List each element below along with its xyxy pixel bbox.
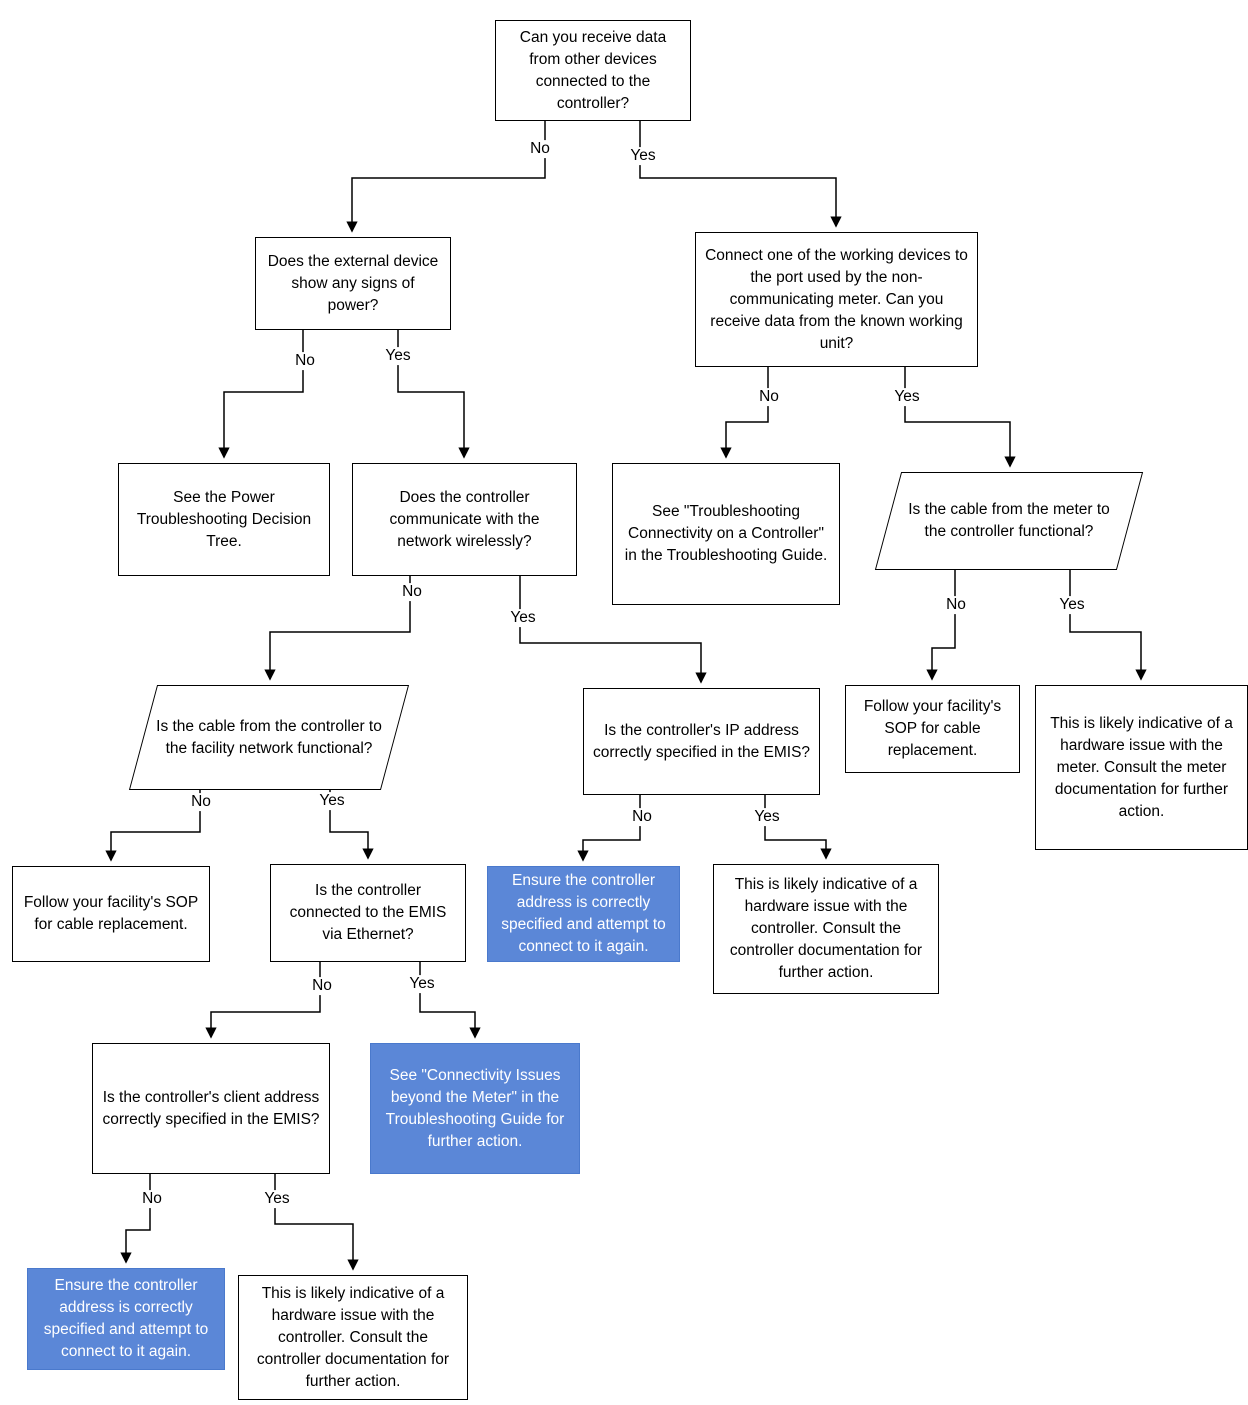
node-cable-meter-question: Is the cable from the meter to the contr… bbox=[874, 472, 1144, 570]
node-ensure-controller-address-client: Ensure the controller address is correct… bbox=[27, 1268, 225, 1370]
edge-ipaddr-yes bbox=[764, 795, 832, 860]
edge-label-yes: Yes bbox=[382, 347, 414, 365]
node-sop-cable-replacement-facility: Follow your facility's SOP for cable rep… bbox=[12, 866, 210, 962]
node-working-device-question: Connect one of the working devices to th… bbox=[695, 232, 978, 367]
node-hardware-issue-meter: This is likely indicative of a hardware … bbox=[1035, 685, 1248, 850]
edge-label-yes: Yes bbox=[891, 388, 923, 406]
edge-label-yes: Yes bbox=[507, 609, 539, 627]
node-ensure-controller-address-ip: Ensure the controller address is correct… bbox=[487, 866, 680, 962]
edge-label-yes: Yes bbox=[406, 975, 438, 993]
edge-root-no bbox=[346, 121, 546, 233]
node-receive-data-question: Can you receive data from other devices … bbox=[495, 20, 691, 121]
node-wireless-question: Does the controller communicate with the… bbox=[352, 463, 577, 576]
edge-label-yes: Yes bbox=[751, 808, 783, 826]
edge-workingdevice-yes bbox=[904, 367, 1016, 468]
edge-power-no bbox=[218, 330, 304, 459]
edge-label-yes: Yes bbox=[261, 1190, 293, 1208]
edge-label-no: No bbox=[292, 352, 318, 370]
node-client-address-question: Is the controller's client address corre… bbox=[92, 1043, 330, 1174]
edge-label-no: No bbox=[399, 583, 425, 601]
node-hardware-issue-controller-client: This is likely indicative of a hardware … bbox=[238, 1275, 468, 1400]
node-ip-address-question: Is the controller's IP address correctly… bbox=[583, 688, 820, 795]
edge-cablemeter-no bbox=[926, 570, 956, 681]
edge-ipaddr-no bbox=[577, 795, 641, 862]
edge-label-yes: Yes bbox=[1056, 596, 1088, 614]
node-power-troubleshooting-tree: See the Power Troubleshooting Decision T… bbox=[118, 463, 330, 576]
node-cable-meter-text: Is the cable from the meter to the contr… bbox=[908, 501, 1110, 540]
edge-clientaddr-yes bbox=[274, 1174, 359, 1271]
edge-root-yes bbox=[639, 121, 842, 228]
edge-cablefacility-yes bbox=[329, 790, 374, 860]
edge-label-no: No bbox=[527, 140, 553, 158]
edge-ethernet-yes bbox=[419, 962, 481, 1039]
node-cable-facility-text: Is the cable from the controller to the … bbox=[156, 717, 382, 757]
edge-cablefacility-no bbox=[105, 790, 201, 862]
edge-ethernet-no bbox=[205, 962, 321, 1039]
edge-cablemeter-yes bbox=[1069, 570, 1147, 681]
edge-label-no: No bbox=[756, 388, 782, 406]
node-sop-cable-replacement-meter: Follow your facility's SOP for cable rep… bbox=[845, 685, 1020, 773]
node-external-power-question: Does the external device show any signs … bbox=[255, 237, 451, 330]
node-cable-facility-question: Is the cable from the controller to the … bbox=[128, 685, 410, 790]
edge-label-no: No bbox=[629, 808, 655, 826]
edge-clientaddr-no bbox=[120, 1174, 151, 1264]
edge-label-no: No bbox=[139, 1190, 165, 1208]
node-ethernet-question: Is the controller connected to the EMIS … bbox=[270, 864, 466, 962]
node-connectivity-issues-guide: See "Connectivity Issues beyond the Mete… bbox=[370, 1043, 580, 1174]
edge-wireless-no bbox=[264, 576, 411, 681]
edge-label-yes: Yes bbox=[316, 792, 348, 810]
edge-label-yes: Yes bbox=[627, 147, 659, 165]
node-hardware-issue-controller-ip: This is likely indicative of a hardware … bbox=[713, 864, 939, 994]
edge-label-no: No bbox=[309, 977, 335, 995]
node-troubleshooting-connectivity-guide: See "Troubleshooting Connectivity on a C… bbox=[612, 463, 840, 605]
edge-workingdevice-no bbox=[720, 367, 769, 459]
edge-label-no: No bbox=[188, 793, 214, 811]
edge-label-no: No bbox=[943, 596, 969, 614]
